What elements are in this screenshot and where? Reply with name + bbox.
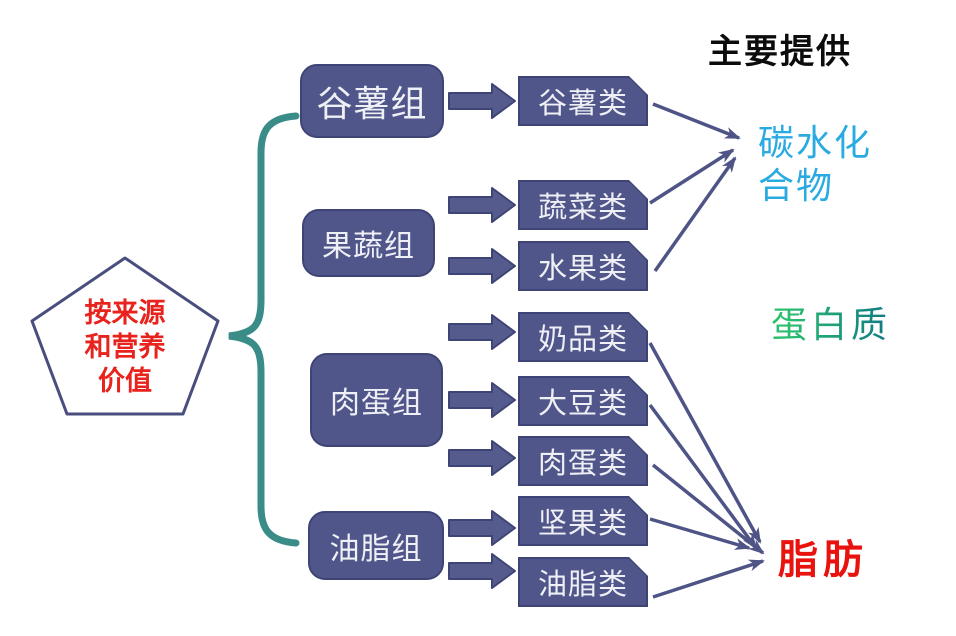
category-box-nuts-fill (520, 498, 646, 544)
arrow-dairy-to-fat (648, 342, 762, 544)
arrow-fruits-to-carbohydrate (653, 156, 737, 273)
brace (228, 112, 300, 547)
provide-arrows (648, 102, 765, 599)
pentagon-label: 按来源 和营养 价值 (45, 296, 205, 398)
category-box-oils-fill (520, 559, 646, 605)
category-box-grains-fill (520, 78, 646, 124)
block-arrow-oil-group-to-nuts (448, 510, 516, 546)
arrow-meat-egg-to-fat (651, 463, 765, 555)
category-box-soy-fill (520, 378, 646, 424)
pentagon-label-line-1: 按来源 (84, 298, 166, 328)
block-arrow-oil-group-to-oils (448, 553, 516, 589)
category-box-fruits-fill (520, 243, 646, 289)
pentagon-label-line-3: 价值 (98, 366, 152, 396)
category-box-vegetables-fill (520, 182, 646, 228)
group-box-meat-egg: 肉蛋组 (310, 353, 443, 447)
block-arrow-grain-group-to-grains (448, 83, 516, 119)
group-box-grain: 谷薯组 (300, 64, 444, 138)
block-arrow-meat-egg-group-to-soy (448, 382, 516, 418)
category-box-grains-label: 谷薯类 (537, 88, 628, 120)
arrow-grains-to-carbohydrate (652, 102, 741, 140)
pentagon-shape (30, 256, 220, 416)
group-box-oil-label: 油脂组 (329, 532, 423, 566)
category-box-dairy-fill (520, 314, 646, 360)
group-box-oil: 油脂组 (308, 511, 444, 580)
arrow-oils-to-fat (652, 559, 765, 599)
arrow-vegetables-to-carbohydrate (649, 148, 735, 205)
heading-mainly-provides: 主要提供 (708, 34, 852, 71)
category-box-vegetables: 蔬菜类 (518, 180, 648, 230)
arrow-soy-to-fat (648, 403, 758, 550)
category-box-nuts-label: 坚果类 (537, 508, 628, 540)
category-box-oils: 油脂类 (518, 557, 648, 607)
group-box-produce: 果蔬组 (302, 209, 435, 277)
arrow-nuts-to-fat (649, 517, 751, 550)
category-box-meat-egg-label: 肉蛋类 (537, 448, 628, 480)
nutrient-fat: 脂肪 (778, 537, 868, 582)
nutrient-protein: 蛋白质 (771, 296, 891, 348)
group-box-grain-label: 谷薯组 (316, 84, 428, 124)
category-box-fruits-label: 水果类 (537, 253, 628, 285)
category-box-dairy: 奶品类 (518, 312, 648, 362)
group-box-meat-egg-label: 肉蛋组 (330, 387, 423, 420)
category-box-oils-label: 油脂类 (537, 569, 628, 601)
category-box-soy-label: 大豆类 (537, 388, 628, 420)
block-arrow-meat-egg-group-to-dairy (448, 314, 516, 350)
category-box-meat-egg-fill (520, 438, 646, 484)
pentagon-label-line-2: 和营养 (84, 332, 166, 362)
category-box-fruits: 水果类 (518, 241, 648, 291)
category-box-nuts: 坚果类 (518, 496, 648, 546)
block-arrow-produce-group-to-fruits (448, 248, 516, 284)
category-box-soy: 大豆类 (518, 376, 648, 426)
block-arrow-meat-egg-group-to-meat-egg (448, 440, 516, 476)
category-box-dairy-label: 奶品类 (537, 324, 628, 356)
category-box-grains: 谷薯类 (518, 76, 648, 126)
group-box-produce-label: 果蔬组 (322, 230, 415, 263)
block-arrow-produce-group-to-vegetables (448, 187, 516, 223)
block-arrows (448, 83, 516, 589)
nutrient-carbohydrate: 碳水化合物 (758, 123, 873, 206)
category-box-vegetables-label: 蔬菜类 (537, 192, 628, 224)
category-box-meat-egg: 肉蛋类 (518, 436, 648, 486)
